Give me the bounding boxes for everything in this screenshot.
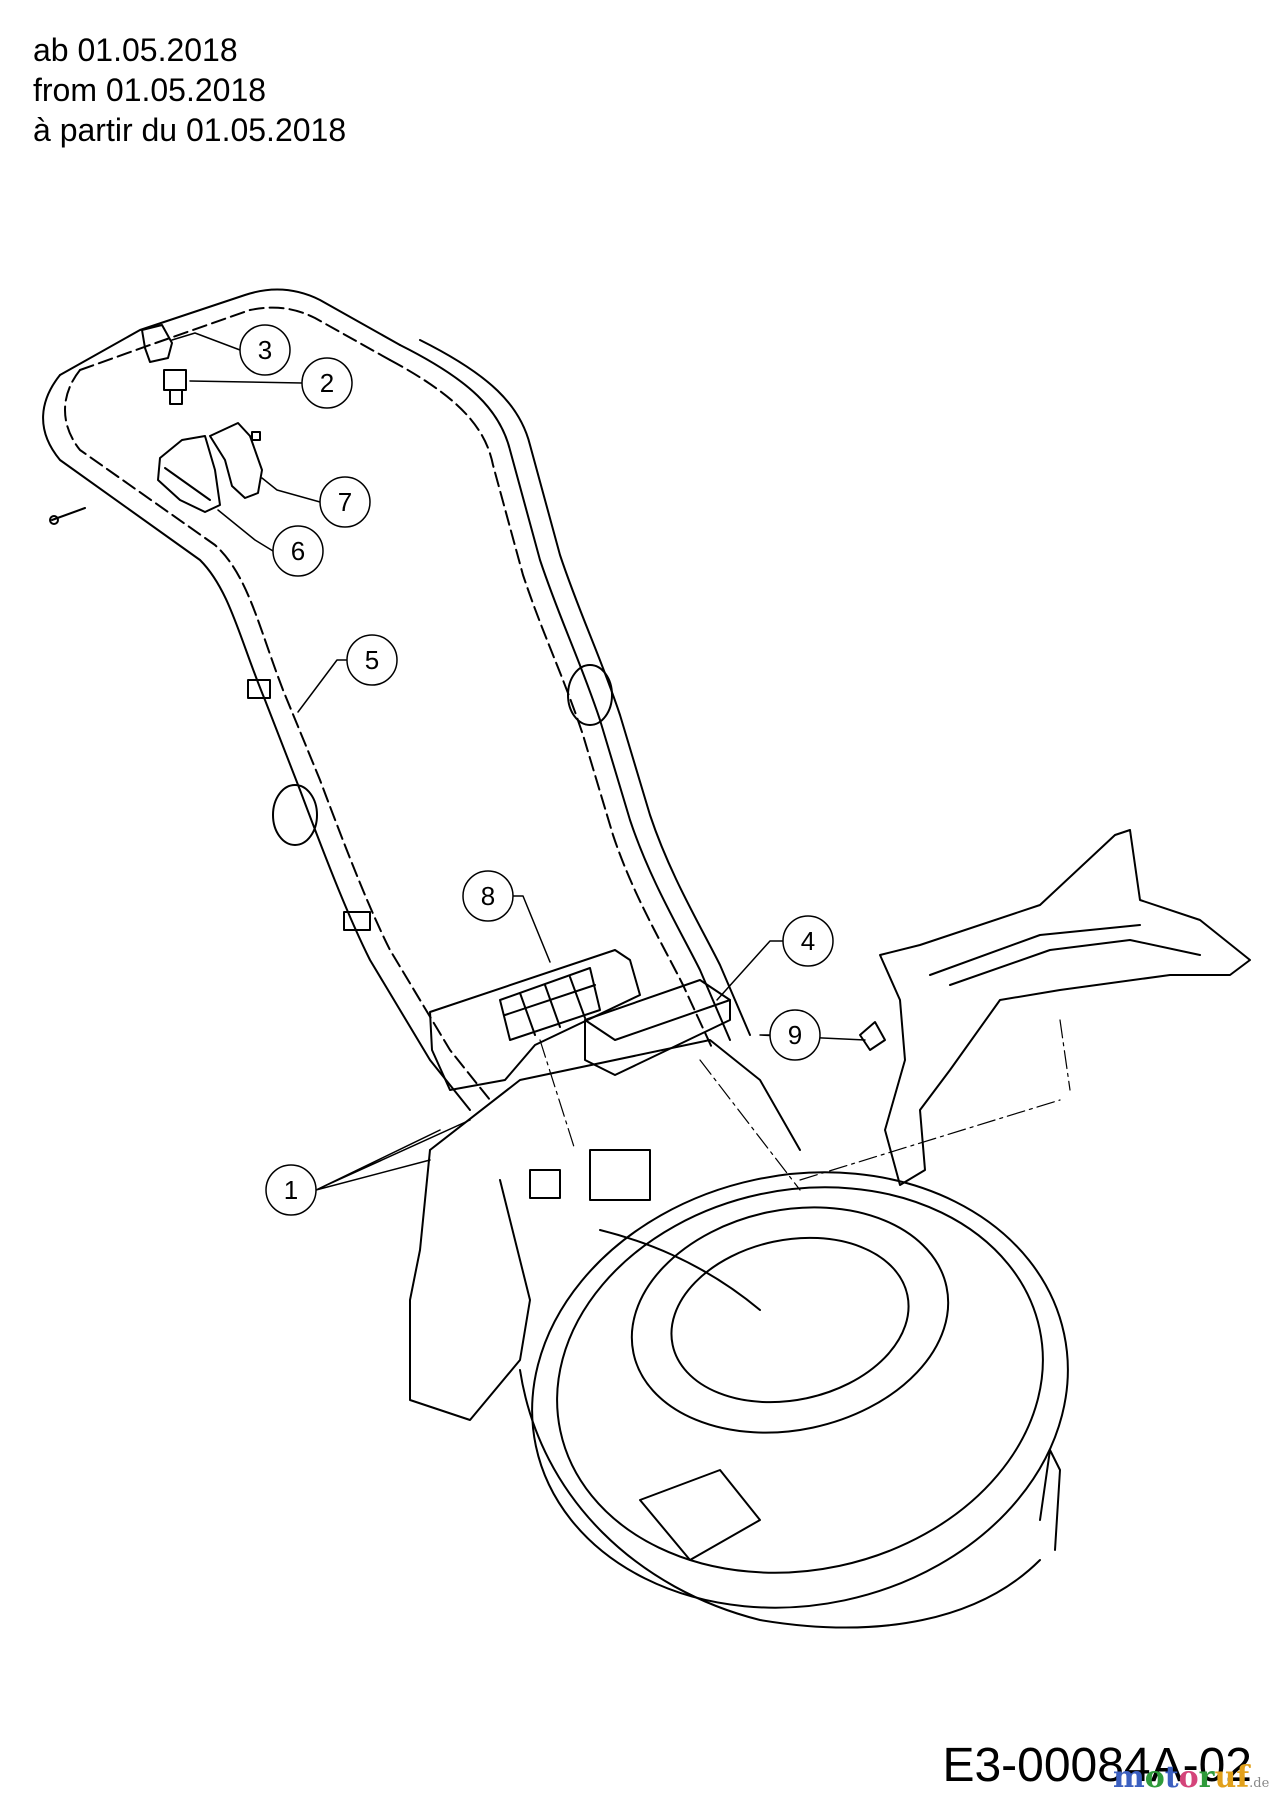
watermark-letter: t	[1164, 1760, 1179, 1795]
assembly-lines	[539, 1019, 1071, 1191]
watermark-suffix: .de	[1249, 1776, 1270, 1791]
callout-8: 8	[462, 870, 514, 922]
watermark-letter: o	[1144, 1760, 1165, 1795]
callout-5: 5	[346, 634, 398, 686]
callout-9: 9	[769, 1009, 821, 1061]
svg-text:3: 3	[258, 335, 272, 365]
part-7-lever	[209, 422, 263, 499]
validity-note: ab 01.05.2018 from 01.05.2018 à partir d…	[33, 30, 346, 150]
validity-line-fr: à partir du 01.05.2018	[33, 112, 347, 148]
cable-clip	[343, 911, 371, 931]
screw	[49, 507, 86, 525]
part-2-key	[163, 369, 187, 405]
callout-4: 4	[782, 915, 834, 967]
grass-catcher	[879, 829, 1251, 1186]
drawing-code: E3-00084A-02	[942, 1739, 1252, 1792]
handle-bar	[42, 288, 751, 1111]
watermark-logo: motoruf.de	[1113, 1760, 1269, 1795]
watermark-letter: o	[1178, 1760, 1199, 1795]
handle-knob-left	[272, 784, 318, 846]
svg-text:4: 4	[801, 926, 815, 956]
validity-line-de: ab 01.05.2018	[33, 32, 238, 68]
callout-3: 3	[239, 324, 291, 376]
svg-text:2: 2	[320, 368, 334, 398]
svg-text:9: 9	[788, 1020, 802, 1050]
chassis-frame	[409, 1039, 801, 1421]
cable-clip	[247, 679, 271, 699]
part-4-battery-cover	[584, 979, 731, 1076]
callout-7: 7	[319, 476, 371, 528]
callout-6: 6	[272, 525, 324, 577]
handle-knob-right	[567, 664, 613, 726]
mower-deck	[519, 1171, 1069, 1629]
svg-text:7: 7	[338, 487, 352, 517]
part-6-control-housing	[157, 435, 221, 513]
watermark-letter: u	[1214, 1760, 1237, 1795]
part-3-switch-cover	[141, 324, 173, 363]
watermark-letter: f	[1236, 1760, 1250, 1795]
callout-1: 1	[265, 1164, 317, 1216]
watermark-letter: r	[1198, 1760, 1215, 1795]
leader-lines	[171, 332, 866, 1191]
svg-text:5: 5	[365, 645, 379, 675]
svg-text:1: 1	[284, 1175, 298, 1205]
svg-text:6: 6	[291, 536, 305, 566]
callout-2: 2	[301, 357, 353, 409]
validity-line-en: from 01.05.2018	[33, 72, 267, 108]
part-8-battery-holder	[429, 949, 641, 1091]
watermark-letter: m	[1113, 1760, 1145, 1795]
part-9-clip	[859, 1021, 886, 1051]
svg-text:8: 8	[481, 881, 495, 911]
